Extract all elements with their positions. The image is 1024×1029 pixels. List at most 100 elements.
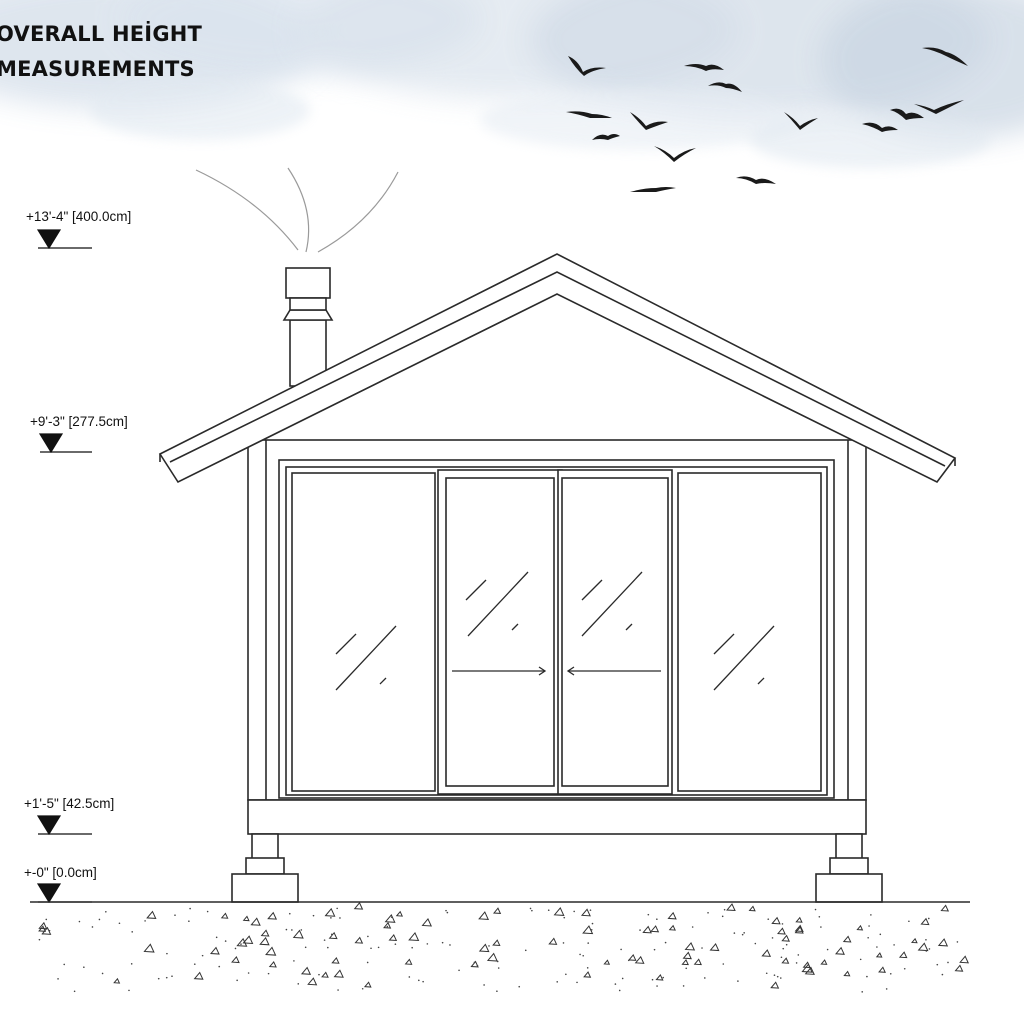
bird-icon	[736, 176, 776, 184]
gravel-stone	[146, 910, 157, 919]
slide-arrow-icon	[452, 666, 661, 676]
gravel-dot	[312, 914, 315, 917]
gravel-dot	[496, 990, 498, 992]
bird-icon	[654, 146, 696, 162]
gravel-dot	[582, 954, 585, 957]
gravel-stone	[781, 957, 790, 964]
gravel-dot	[765, 972, 768, 975]
gravel-dot	[366, 961, 369, 964]
gravel-stone	[486, 952, 498, 962]
gravel-dot	[826, 948, 829, 951]
gravel-dot	[291, 929, 293, 931]
gravel-dot	[458, 969, 460, 972]
gravel-dot	[45, 918, 48, 921]
gravel-dot	[240, 943, 242, 945]
gravel-stone	[761, 949, 772, 957]
gravel-stone	[259, 936, 270, 946]
gravel-stone	[834, 946, 845, 955]
gravel-dot	[767, 918, 770, 920]
bird-icon	[630, 187, 676, 192]
gravel-stone	[580, 908, 591, 917]
gravel-dot	[547, 909, 550, 911]
gravel-dot	[83, 966, 85, 968]
gravel-stone	[668, 924, 676, 931]
gravel-dot	[188, 920, 190, 923]
gravel-dot	[703, 977, 706, 979]
gravel-dot	[171, 975, 173, 977]
gravel-dot	[776, 975, 779, 978]
level-marker-icon	[36, 883, 92, 904]
gravel-dot	[781, 923, 784, 925]
gravel-stone	[655, 973, 664, 981]
bird-icon	[862, 122, 898, 132]
gravel-stone	[353, 901, 364, 910]
gravel-stone	[642, 925, 652, 934]
gravel-dot	[63, 963, 66, 966]
gravel-stone	[209, 946, 220, 955]
gravel-dot	[876, 946, 878, 948]
level-marker-icon	[38, 433, 92, 454]
gravel-dot	[573, 910, 575, 913]
gravel-stone	[878, 966, 886, 973]
gravel-dot	[130, 963, 133, 965]
gravel-dot	[215, 936, 218, 939]
gravel-dot	[723, 908, 726, 911]
gravel-dot	[390, 916, 393, 918]
gravel-dot	[565, 973, 567, 976]
gravel-stone	[38, 921, 48, 930]
bird-icon	[784, 112, 818, 130]
gravel-dot	[41, 933, 44, 935]
gravel-stone	[726, 903, 736, 912]
gravel-dot	[868, 925, 870, 927]
gravel-dot	[101, 972, 104, 975]
gravel-dot	[446, 911, 449, 914]
gravel-stone	[328, 931, 338, 940]
gravel-stone	[634, 955, 645, 964]
gravel-dot	[165, 976, 168, 979]
gravel-stone	[770, 981, 780, 989]
gravel-dot	[144, 920, 146, 922]
glass-reflection-icon	[335, 571, 775, 691]
title-line-2: MEASUREMENTS	[0, 57, 195, 81]
gravel-dot	[701, 947, 703, 949]
gravel-dot	[285, 928, 288, 931]
gravel-dot	[754, 942, 757, 945]
gravel-stone	[383, 921, 392, 929]
gravel-dot	[656, 918, 658, 921]
gravel-dot	[128, 989, 130, 992]
gravel-stone	[242, 935, 254, 944]
gravel-dot	[323, 939, 326, 941]
gravel-dot	[73, 990, 76, 993]
gravel-dot	[647, 913, 650, 916]
gravel-dot	[529, 907, 532, 910]
gravel-dot	[157, 977, 160, 980]
gravel-dot	[590, 928, 593, 931]
gravel-dot	[889, 972, 892, 975]
bird-icon	[568, 56, 606, 76]
gravel-dot	[879, 933, 882, 936]
gravel-dot	[639, 929, 641, 931]
gravel-stone	[363, 981, 372, 988]
gravel-dot	[78, 920, 81, 923]
gravel-dot	[563, 916, 566, 919]
floor-beam	[247, 799, 867, 835]
gravel-dot	[576, 981, 578, 984]
gravel-stone	[748, 905, 756, 912]
gravel-dot	[795, 962, 798, 964]
level-label-eave: +9'-3" [277.5cm]	[30, 414, 128, 429]
gravel-dot	[779, 977, 782, 979]
gravel-dot	[614, 983, 617, 985]
gravel-stone	[331, 956, 340, 964]
gravel-dot	[131, 931, 134, 933]
gravel-stone	[333, 969, 344, 978]
gravel-dot	[707, 912, 709, 914]
gravel-dot	[820, 926, 822, 928]
bird-icon	[566, 111, 612, 118]
gravel-dot	[587, 942, 590, 944]
gravel-stone	[693, 958, 702, 966]
gravel-stone	[321, 971, 329, 978]
gravel-dot	[218, 965, 221, 968]
gravel-stone	[478, 911, 490, 920]
